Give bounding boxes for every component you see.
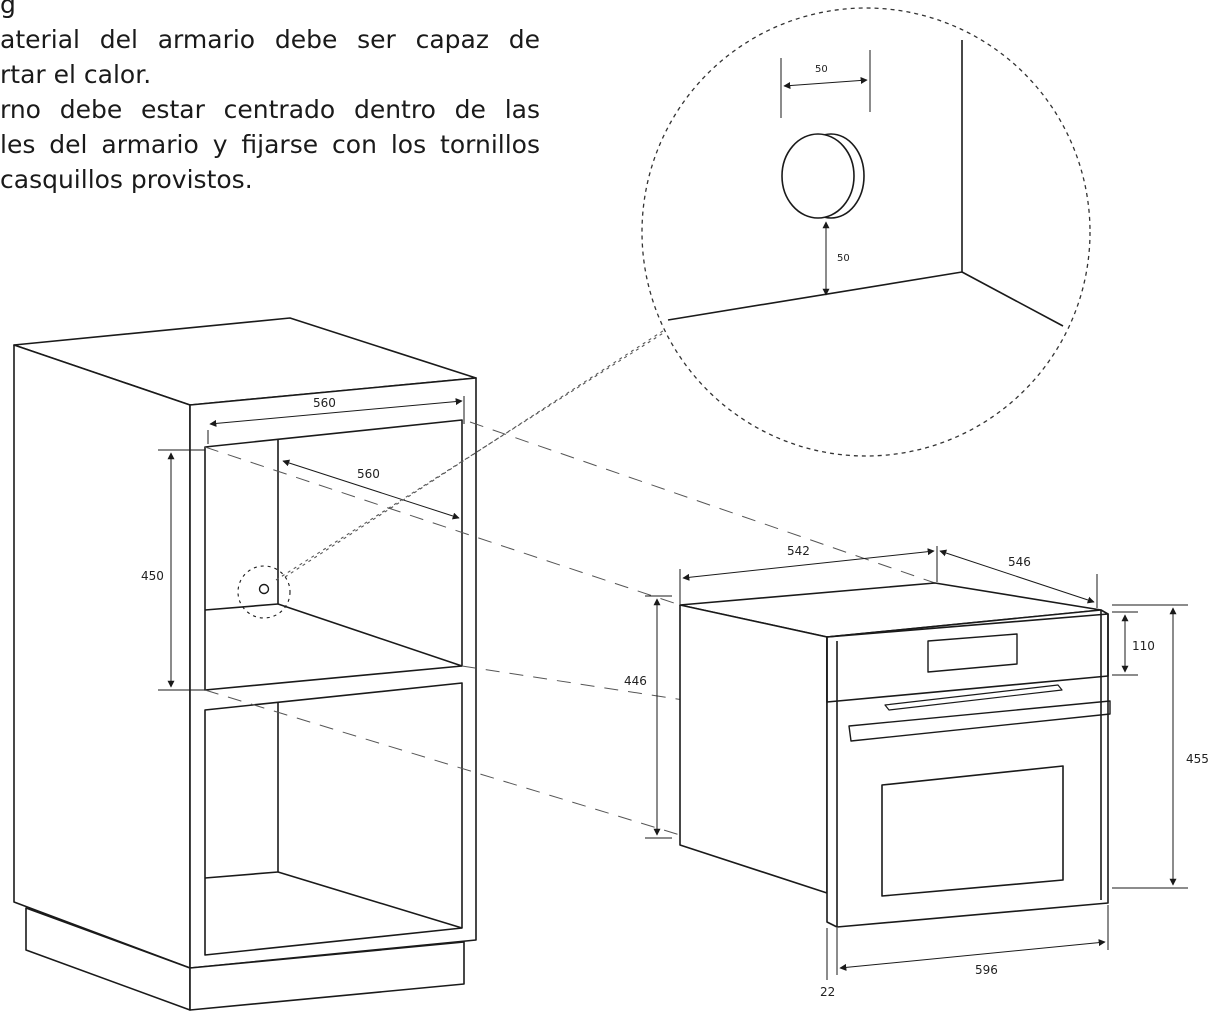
dim-line-cabinet-width	[209, 398, 463, 427]
oven-dimension-labels: 542 546 446 110 455 596 22	[624, 544, 1209, 999]
cabinet-drawing	[13, 317, 477, 1011]
label-oven-body-width: 542	[787, 544, 810, 558]
oven-door-window	[881, 765, 1064, 897]
instruction-line-1: aterial del armario debe ser capaz de	[0, 25, 540, 54]
cabinet-front-face	[189, 377, 477, 969]
cabinet-dimensions	[158, 396, 465, 691]
instruction-line-5: casquillos provistos.	[0, 165, 253, 194]
lower-niche-floor-right	[277, 871, 463, 929]
screw-detail-marker	[237, 565, 291, 619]
installation-instructions: g aterial del armario debe ser capaz de …	[0, 0, 540, 197]
label-oven-depth: 546	[1008, 555, 1031, 569]
label-cabinet-depth: 560	[357, 467, 380, 481]
oven-body-side	[679, 604, 828, 894]
oven-front-frame	[826, 609, 1109, 928]
screw-hole	[258, 583, 270, 595]
oven-display	[927, 633, 1018, 673]
cabinet-dimension-labels: 560 560 450	[141, 396, 380, 583]
instruction-line-2: rtar el calor.	[0, 60, 152, 89]
cabinet-plinth-front	[189, 941, 465, 1011]
label-cabinet-width: 560	[313, 396, 336, 410]
oven-drawing	[679, 582, 1111, 928]
label-oven-panel-height: 110	[1132, 639, 1155, 653]
label-oven-front-width: 596	[975, 963, 998, 977]
dim-line-cabinet-depth	[282, 459, 460, 520]
label-oven-total-height: 455	[1186, 752, 1209, 766]
instruction-line-4: les del armario y fijarse con los tornil…	[0, 130, 540, 159]
oven-panel-lip	[884, 684, 1063, 711]
label-detail-vertical: 50	[837, 253, 850, 264]
oven-door-handle	[848, 700, 1111, 742]
upper-niche-floor-left	[204, 603, 279, 611]
instruction-line-clipped: g	[0, 0, 16, 19]
detail-circle	[641, 7, 1091, 457]
detail-knob-front	[781, 133, 855, 219]
instruction-line-3: rno debe estar centrado dentro de las	[0, 95, 540, 124]
detail-leader-lines	[275, 324, 673, 581]
upper-niche-floor-right	[277, 603, 463, 667]
label-detail-horizontal: 50	[815, 64, 828, 75]
oven-control-panel	[826, 613, 1109, 703]
detail-floor-edge	[961, 271, 1064, 327]
cabinet-side-face	[13, 344, 191, 969]
lower-niche-floor-left	[204, 871, 279, 879]
detail-floor-line	[667, 271, 963, 321]
detail-view: 50 50	[641, 7, 1091, 457]
dim-line-detail-horizontal	[783, 76, 868, 90]
dim-line-oven-body-width	[682, 548, 935, 581]
label-oven-front-thickness: 22	[820, 985, 835, 999]
label-niche-height: 450	[141, 569, 164, 583]
dim-line-oven-front-width	[839, 939, 1106, 971]
oven-dimensions	[645, 546, 1188, 980]
label-oven-body-height: 446	[624, 674, 647, 688]
dim-line-oven-depth	[939, 549, 1095, 604]
